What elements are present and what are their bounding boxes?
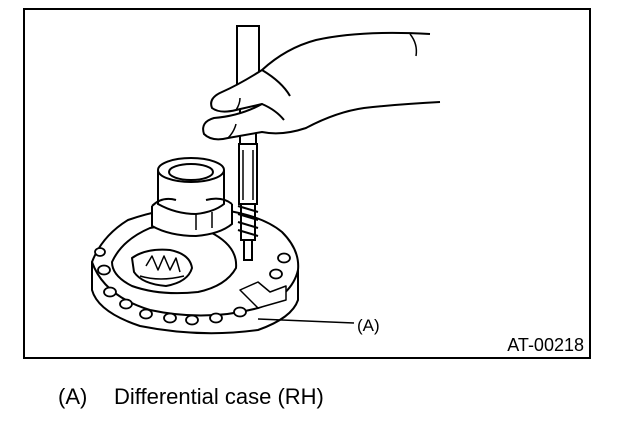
legend-text-a: Differential case (RH) [114, 384, 324, 409]
figure-legend: (A) Differential case (RH) [58, 384, 324, 410]
hand [202, 31, 441, 141]
legend-key-a: (A) [58, 384, 88, 409]
figure-frame [23, 8, 591, 359]
callout-label-a: (A) [357, 316, 380, 335]
callout-leader-line [257, 318, 355, 324]
case-hub [151, 157, 233, 238]
figure-code: AT-00218 [507, 335, 584, 355]
measuring-tool [236, 25, 260, 261]
bolt-holes [94, 247, 291, 326]
